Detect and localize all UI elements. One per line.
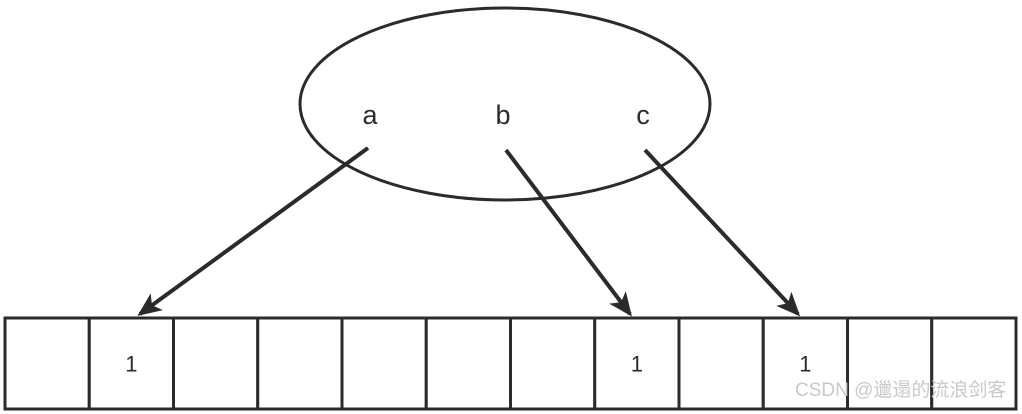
bit-array-cell[interactable]: 1 — [593, 316, 681, 411]
bit-array-cell-box-6[interactable] — [509, 316, 597, 411]
arrow-b — [504, 148, 632, 317]
bit-array-cell[interactable]: 1 — [87, 316, 175, 411]
bit-array-cell-box-4[interactable] — [340, 316, 428, 411]
bit-array-cell[interactable] — [677, 316, 765, 411]
bit-array-cell-value-9: 1 — [799, 352, 811, 377]
element-label-b: b — [495, 100, 510, 130]
csdn-watermark: CSDN @邋遢的流浪剑客 — [795, 379, 1006, 401]
bit-array-cell-box-8[interactable] — [677, 316, 765, 411]
bit-array-cell-box-3[interactable] — [256, 316, 344, 411]
bit-array-cell[interactable] — [424, 316, 512, 411]
bit-array-cell[interactable] — [509, 316, 597, 411]
bit-array-cell-box-7[interactable] — [593, 316, 681, 411]
element-labels-group: a b c — [362, 100, 649, 130]
bit-array-cell-box-9[interactable] — [761, 316, 849, 411]
bit-array-cell-value-7: 1 — [631, 352, 643, 377]
bit-array-cell-box-10[interactable] — [846, 316, 934, 411]
bit-array-cell-box-2[interactable] — [172, 316, 260, 411]
bit-array-cell[interactable] — [846, 316, 934, 411]
bit-array-cell-box-0[interactable] — [3, 316, 91, 411]
bit-array-cell-value-1: 1 — [125, 352, 137, 377]
bit-array-cell-box-5[interactable] — [424, 316, 512, 411]
element-label-c: c — [636, 100, 650, 130]
bit-array-group: 1 1 1 — [3, 316, 1018, 411]
arrow-a — [137, 146, 370, 316]
bit-array-cell-box-11[interactable] — [930, 316, 1018, 411]
bit-array-cell[interactable] — [930, 316, 1018, 411]
bit-array-cell[interactable] — [340, 316, 428, 411]
bit-array-cell[interactable] — [172, 316, 260, 411]
bit-array-cell[interactable]: 1 — [761, 316, 849, 411]
arrow-c — [643, 148, 801, 317]
bit-array-cell[interactable] — [256, 316, 344, 411]
element-label-a: a — [362, 100, 378, 130]
mapping-arrows-group — [137, 146, 801, 317]
bit-array-cell-box-1[interactable] — [87, 316, 175, 411]
element-set-ellipse — [298, 6, 712, 202]
bit-array-cell[interactable] — [3, 316, 91, 411]
